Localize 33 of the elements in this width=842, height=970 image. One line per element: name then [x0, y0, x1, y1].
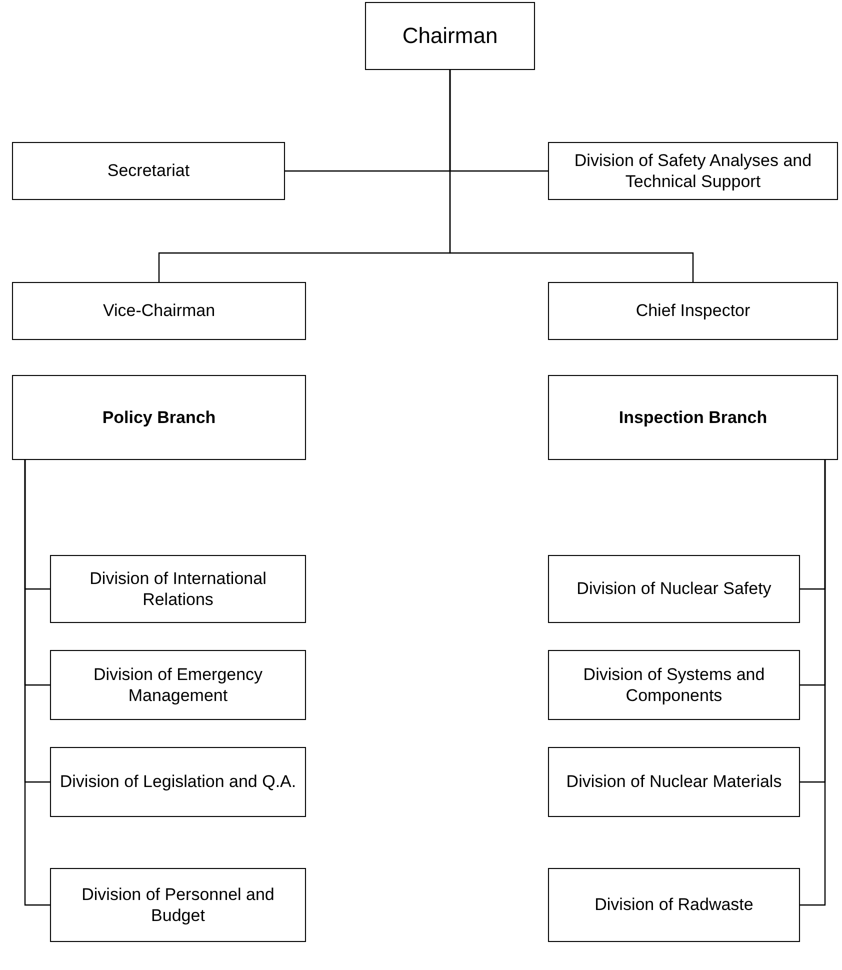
- box-label: Division of International Relations: [88, 568, 268, 610]
- box-label: Chief Inspector: [634, 300, 752, 322]
- box-label: Division of Legislation and Q.A.: [58, 771, 298, 793]
- box-label: Chairman: [401, 22, 499, 50]
- connector-line: [800, 460, 826, 906]
- org-box: [12, 142, 285, 200]
- org-box: [548, 555, 800, 623]
- box-label: Inspection Branch: [618, 406, 768, 428]
- box-label: Division of Emergency Management: [92, 664, 264, 706]
- org-box: [548, 282, 838, 340]
- org-box: [50, 555, 306, 623]
- org-box: [50, 650, 306, 720]
- box-label: Division of Systems and Components: [582, 664, 766, 706]
- box-label: Policy Branch: [101, 406, 217, 428]
- box-label: Division of Safety Analyses and Technical Support: [573, 150, 813, 192]
- org-box: [50, 868, 306, 942]
- org-box: [548, 375, 838, 460]
- box-label: Secretariat: [106, 160, 191, 182]
- org-box: [365, 2, 535, 70]
- box-label: Division of Nuclear Safety: [576, 578, 772, 600]
- org-box: [548, 650, 800, 720]
- org-box: [12, 375, 306, 460]
- box-label: Division of Personnel and Budget: [80, 884, 276, 926]
- box-label: Vice-Chairman: [102, 300, 216, 322]
- connector-line: [24, 460, 50, 906]
- org-box: [548, 142, 838, 200]
- org-box: [548, 868, 800, 942]
- connector-line: [449, 70, 694, 282]
- org-box: [12, 282, 306, 340]
- org-box: [548, 747, 800, 817]
- box-label: Division of Radwaste: [594, 894, 754, 916]
- org-box: [50, 747, 306, 817]
- box-label: Division of Nuclear Materials: [565, 771, 783, 793]
